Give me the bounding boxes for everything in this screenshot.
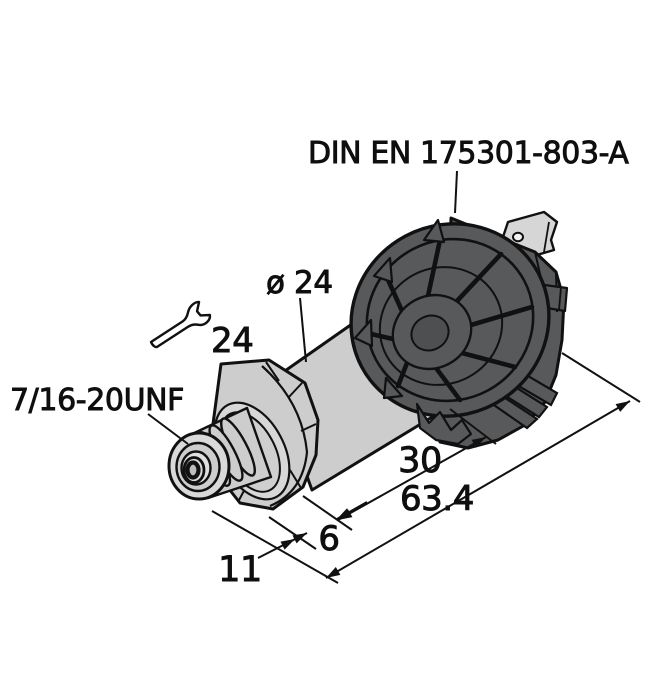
rib-spoke-8: [454, 251, 504, 304]
rib-spoke-7: [425, 237, 443, 299]
pressure-port-hole: [185, 460, 201, 480]
leader-diameter-label: [299, 297, 307, 363]
spade-terminal-bend-line: [543, 221, 550, 253]
disc-hub-inner: [410, 314, 450, 352]
hex-chamfer-lines: [237, 361, 317, 503]
arrow-63-left: [326, 567, 341, 578]
rib-spoke-3: [433, 365, 463, 403]
disc-inner-rim: [365, 237, 535, 403]
arrow-30-right: [471, 437, 486, 448]
side-stub-edge: [558, 286, 562, 311]
label-thread-type: 7/16-20UNF: [10, 383, 184, 418]
label-body-diameter: ø 24: [266, 265, 333, 301]
arrow-11-second: [280, 539, 295, 550]
dimension-lines: [257, 400, 631, 579]
rib-spokes: [364, 237, 535, 403]
drawing-labels: DIN EN 175301-803-A ø 24 24 7/16-20UNF 3…: [10, 136, 631, 591]
label-connector-standard: DIN EN 175301-803-A: [308, 136, 629, 171]
leader-connector-label: [454, 170, 458, 214]
dim-line-30: [337, 436, 487, 521]
arrow-6-right: [337, 508, 352, 519]
rib-spoke-2: [459, 350, 518, 370]
rim-edge-bumps: [353, 218, 446, 400]
rim-bump-1: [353, 318, 374, 348]
dim-label-30: 30: [398, 441, 442, 481]
witness-total-end: [561, 352, 641, 403]
spade-terminal-hole: [512, 231, 524, 243]
rim-bump-4: [422, 218, 446, 244]
connector-housing: [349, 210, 569, 450]
leader-thread-label: [147, 413, 189, 445]
rib-spoke-1: [468, 304, 535, 328]
rim-bump-3: [382, 376, 404, 400]
rib-spoke-4: [395, 360, 410, 389]
arrow-11-tip: [292, 533, 307, 544]
dim-label-6: 6: [318, 519, 339, 559]
witness-thread-tip: [211, 510, 339, 584]
leader-lines: [147, 170, 458, 445]
hex-front-face-edge: [261, 365, 309, 508]
dim-label-63-4: 63.4: [400, 479, 474, 519]
witness-lines: [211, 352, 641, 584]
witness-hex-front: [268, 516, 317, 550]
rim-bump-2: [372, 256, 394, 284]
dim-label-11: 11: [218, 550, 262, 590]
dim-line-63-4: [325, 400, 631, 579]
witness-hex-back: [302, 495, 353, 531]
witness-connector-back: [449, 408, 497, 445]
bottom-junction-ribs: [415, 402, 473, 446]
disc-mid-ring: [378, 266, 504, 386]
arrow-63-right: [615, 401, 630, 412]
thread-port: [167, 406, 273, 501]
wrench-icon: [149, 300, 212, 349]
label-wrench-size: 24: [211, 321, 253, 361]
wrench-icon-shape: [149, 300, 212, 349]
